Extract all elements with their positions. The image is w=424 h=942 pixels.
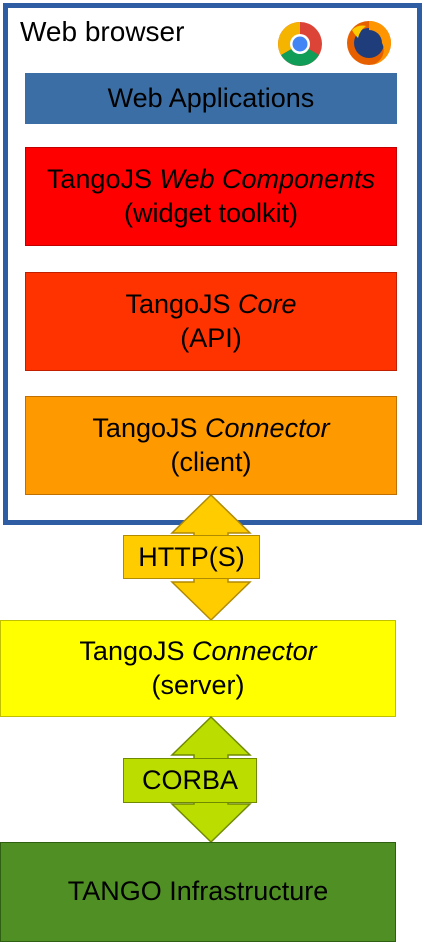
- connector-client-sub: (client): [170, 446, 252, 477]
- core-layer: TangoJS Core (API): [25, 272, 397, 371]
- core-sub: (API): [180, 322, 242, 353]
- connector-server-title: TangoJS Connector: [79, 635, 317, 666]
- browser-title: Web browser: [20, 16, 185, 47]
- connector-server-emphasis: Connector: [192, 635, 317, 666]
- connector-client-layer: TangoJS Connector (client): [25, 396, 397, 495]
- tango-infrastructure-label: TANGO Infrastructure: [67, 876, 329, 907]
- connector-client-emphasis: Connector: [205, 412, 330, 443]
- http-label-box: HTTP(S): [123, 535, 260, 579]
- connector-server-sub: (server): [151, 669, 245, 700]
- tango-infrastructure-layer: TANGO Infrastructure: [0, 842, 396, 942]
- web-applications-layer: Web Applications: [25, 73, 397, 124]
- corba-label: CORBA: [141, 765, 239, 795]
- http-label: HTTP(S): [138, 541, 245, 572]
- web-applications-label: Web Applications: [107, 82, 315, 113]
- chrome-icon: [278, 22, 322, 66]
- web-components-sub: (widget toolkit): [123, 197, 299, 228]
- corba-label-box: CORBA: [123, 758, 257, 803]
- connector-server-layer: TangoJS Connector (server): [0, 620, 396, 717]
- connector-client-title: TangoJS Connector: [92, 412, 330, 443]
- web-components-title: TangoJS Web Components: [46, 163, 376, 194]
- web-components-layer: TangoJS Web Components (widget toolkit): [25, 147, 397, 246]
- web-components-emphasis: Web Components: [159, 163, 376, 194]
- core-emphasis: Core: [238, 288, 297, 319]
- core-title: TangoJS Core: [125, 288, 297, 319]
- firefox-icon: [347, 21, 391, 65]
